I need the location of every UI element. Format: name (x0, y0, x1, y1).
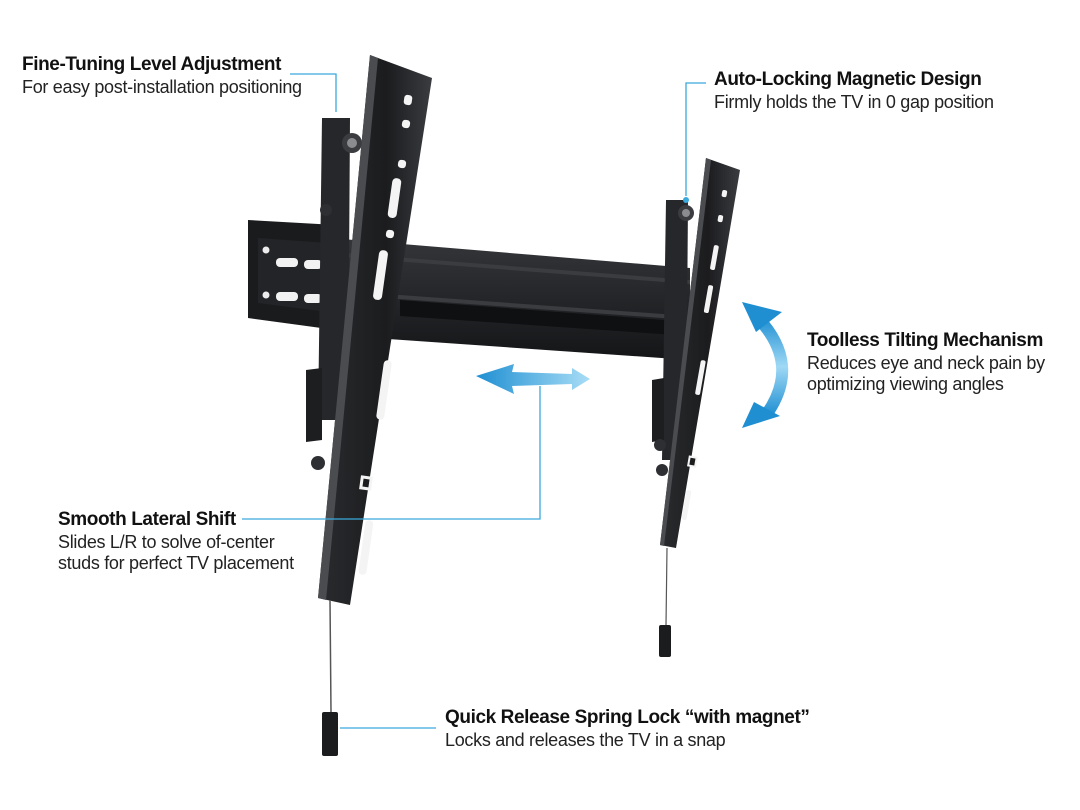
callout-toolless-tilting: Toolless Tilting Mechanism Reduces eye a… (807, 330, 1045, 396)
leader-dot (683, 197, 689, 203)
callout-lateral-shift: Smooth Lateral Shift Slides L/R to solve… (58, 509, 294, 575)
callout-quick-release: Quick Release Spring Lock “with magnet” … (445, 707, 810, 751)
leader-lines (242, 73, 706, 729)
callout-line: Slides L/R to solve of-center (58, 531, 275, 552)
leader-lateral-shift (242, 386, 541, 520)
callout-line: Locks and releases the TV in a snap (445, 729, 726, 750)
callout-description: Locks and releases the TV in a snap (445, 730, 810, 752)
callout-fine-tuning: Fine-Tuning Level Adjustment For easy po… (22, 54, 302, 98)
horizontal-rail (330, 238, 690, 360)
callout-description: Reduces eye and neck pain by optimizing … (807, 353, 1045, 396)
left-release-cord (322, 599, 338, 756)
callout-line: Firmly holds the TV in 0 gap position (714, 91, 994, 112)
callout-description: Slides L/R to solve of-center studs for … (58, 532, 294, 575)
right-release-cord (659, 547, 671, 657)
lateral-shift-arrow-icon (476, 364, 590, 394)
wall-plate (248, 220, 336, 330)
callout-title: Toolless Tilting Mechanism (807, 330, 1043, 351)
callout-description: For easy post-installation positioning (22, 77, 302, 99)
left-tilt-bracket (306, 118, 362, 470)
callout-line: studs for perfect TV placement (58, 553, 294, 574)
callout-auto-locking: Auto-Locking Magnetic Design Firmly hold… (714, 69, 994, 113)
tilt-arrow-icon (742, 302, 789, 428)
callout-title: Auto-Locking Magnetic Design (714, 69, 982, 90)
callout-title: Quick Release Spring Lock “with magnet” (445, 707, 810, 728)
right-vertical-arm (660, 158, 740, 548)
callout-title: Smooth Lateral Shift (58, 509, 236, 530)
left-vertical-arm (318, 55, 432, 605)
callout-description: Firmly holds the TV in 0 gap position (714, 92, 994, 114)
callout-line: optimizing viewing angles (807, 374, 1004, 395)
callout-line: For easy post-installation positioning (22, 76, 302, 97)
leader-auto-locking (685, 82, 706, 196)
leader-fine-tuning (290, 73, 337, 112)
callout-title: Fine-Tuning Level Adjustment (22, 54, 282, 75)
callout-line: Reduces eye and neck pain by (807, 352, 1045, 373)
